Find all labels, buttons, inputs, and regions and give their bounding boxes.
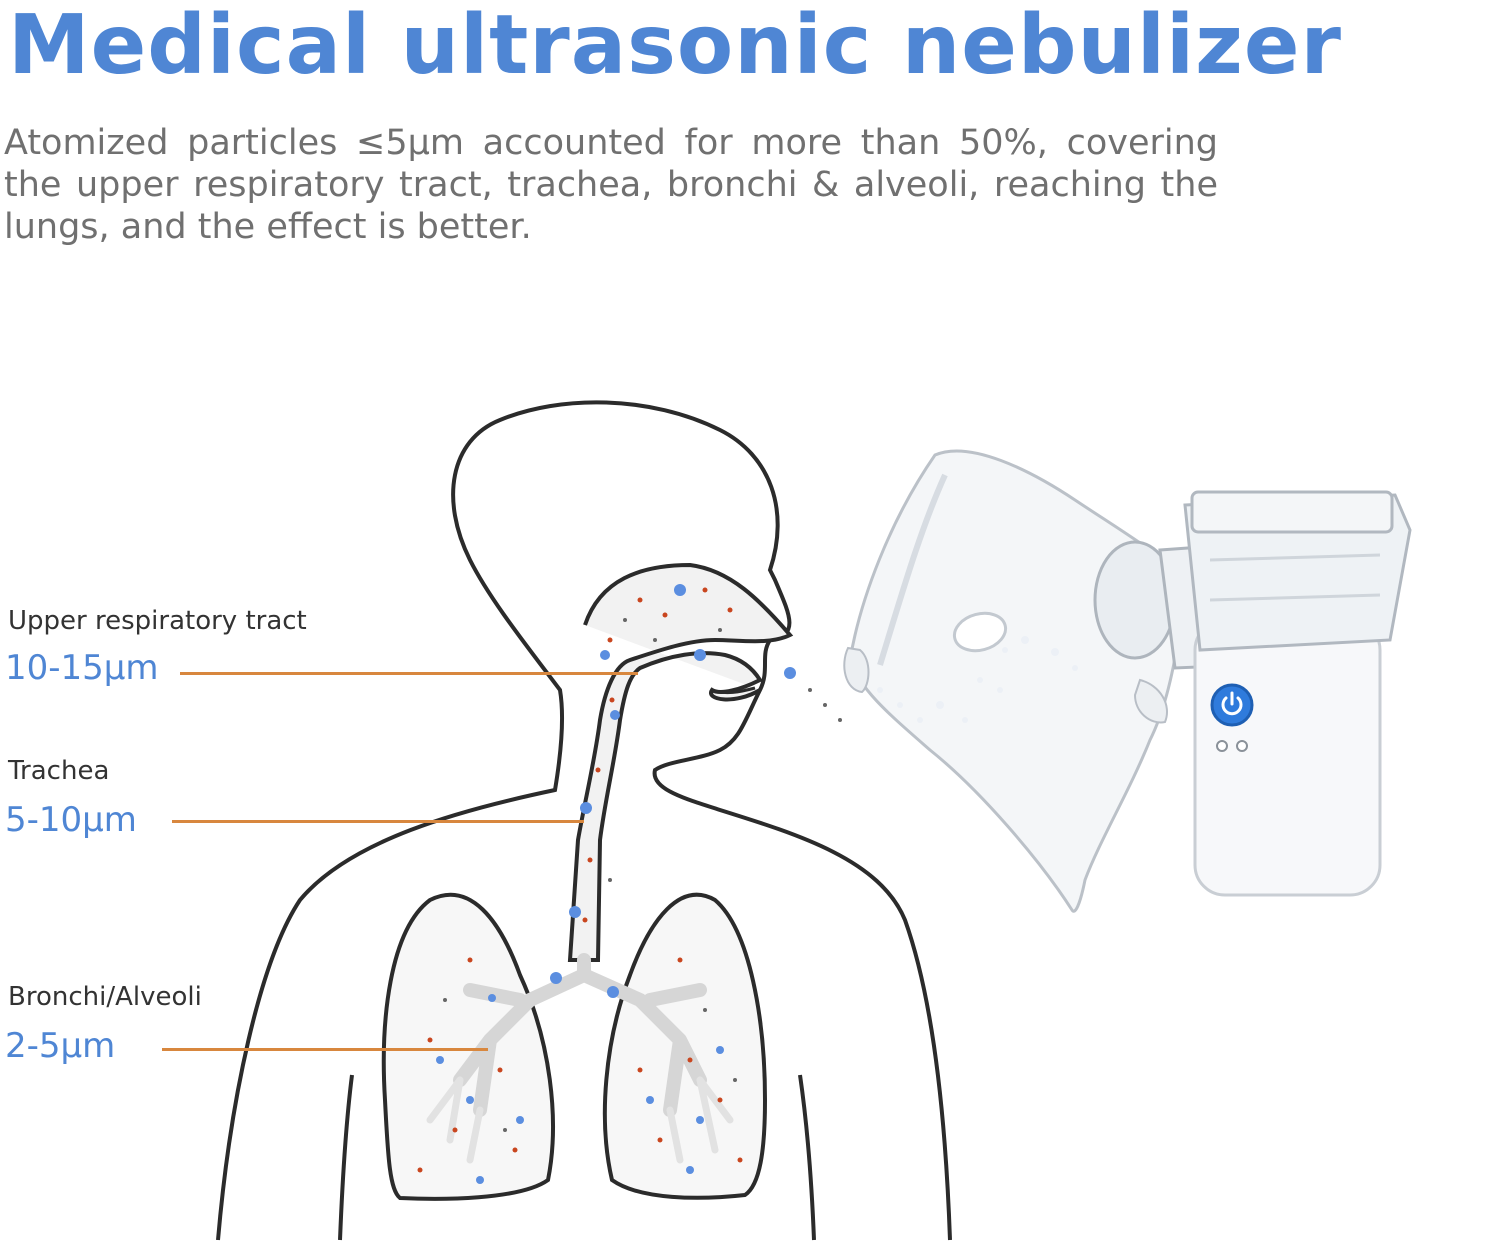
mouth-line <box>711 686 756 695</box>
face-mask <box>848 449 1187 913</box>
body-outline <box>216 400 952 1241</box>
mask-vent-hole <box>952 611 1008 653</box>
page-title: Medical ultrasonic nebulizer <box>8 0 1342 93</box>
region-size-upper-respiratory: 10-15μm <box>5 648 159 688</box>
region-label-upper-respiratory: Upper respiratory tract <box>8 606 307 636</box>
indicator-light-left <box>1216 740 1228 752</box>
particles <box>417 587 743 1173</box>
power-icon <box>1210 683 1254 727</box>
leader-line-trachea <box>172 820 584 823</box>
mask-strap-clip-right <box>1133 678 1168 724</box>
description-text: Atomized particles ≤5μm accounted for mo… <box>4 123 1218 247</box>
arm-line-right <box>798 1074 816 1241</box>
medicine-cup-lid <box>1190 490 1394 534</box>
region-size-trachea: 5-10μm <box>5 800 137 840</box>
leader-line-upper-respiratory <box>180 672 638 675</box>
region-label-trachea: Trachea <box>8 756 110 786</box>
leader-line-bronchi <box>162 1048 488 1051</box>
left-lung <box>381 892 555 1201</box>
mask-strap-clip-left <box>843 646 870 694</box>
indicator-light-right <box>1236 740 1248 752</box>
nebulizer-body <box>1193 618 1382 897</box>
region-label-bronchi: Bronchi/Alveoli <box>8 982 202 1012</box>
region-size-bronchi: 2-5μm <box>5 1026 116 1066</box>
arm-line-left <box>338 1074 354 1241</box>
